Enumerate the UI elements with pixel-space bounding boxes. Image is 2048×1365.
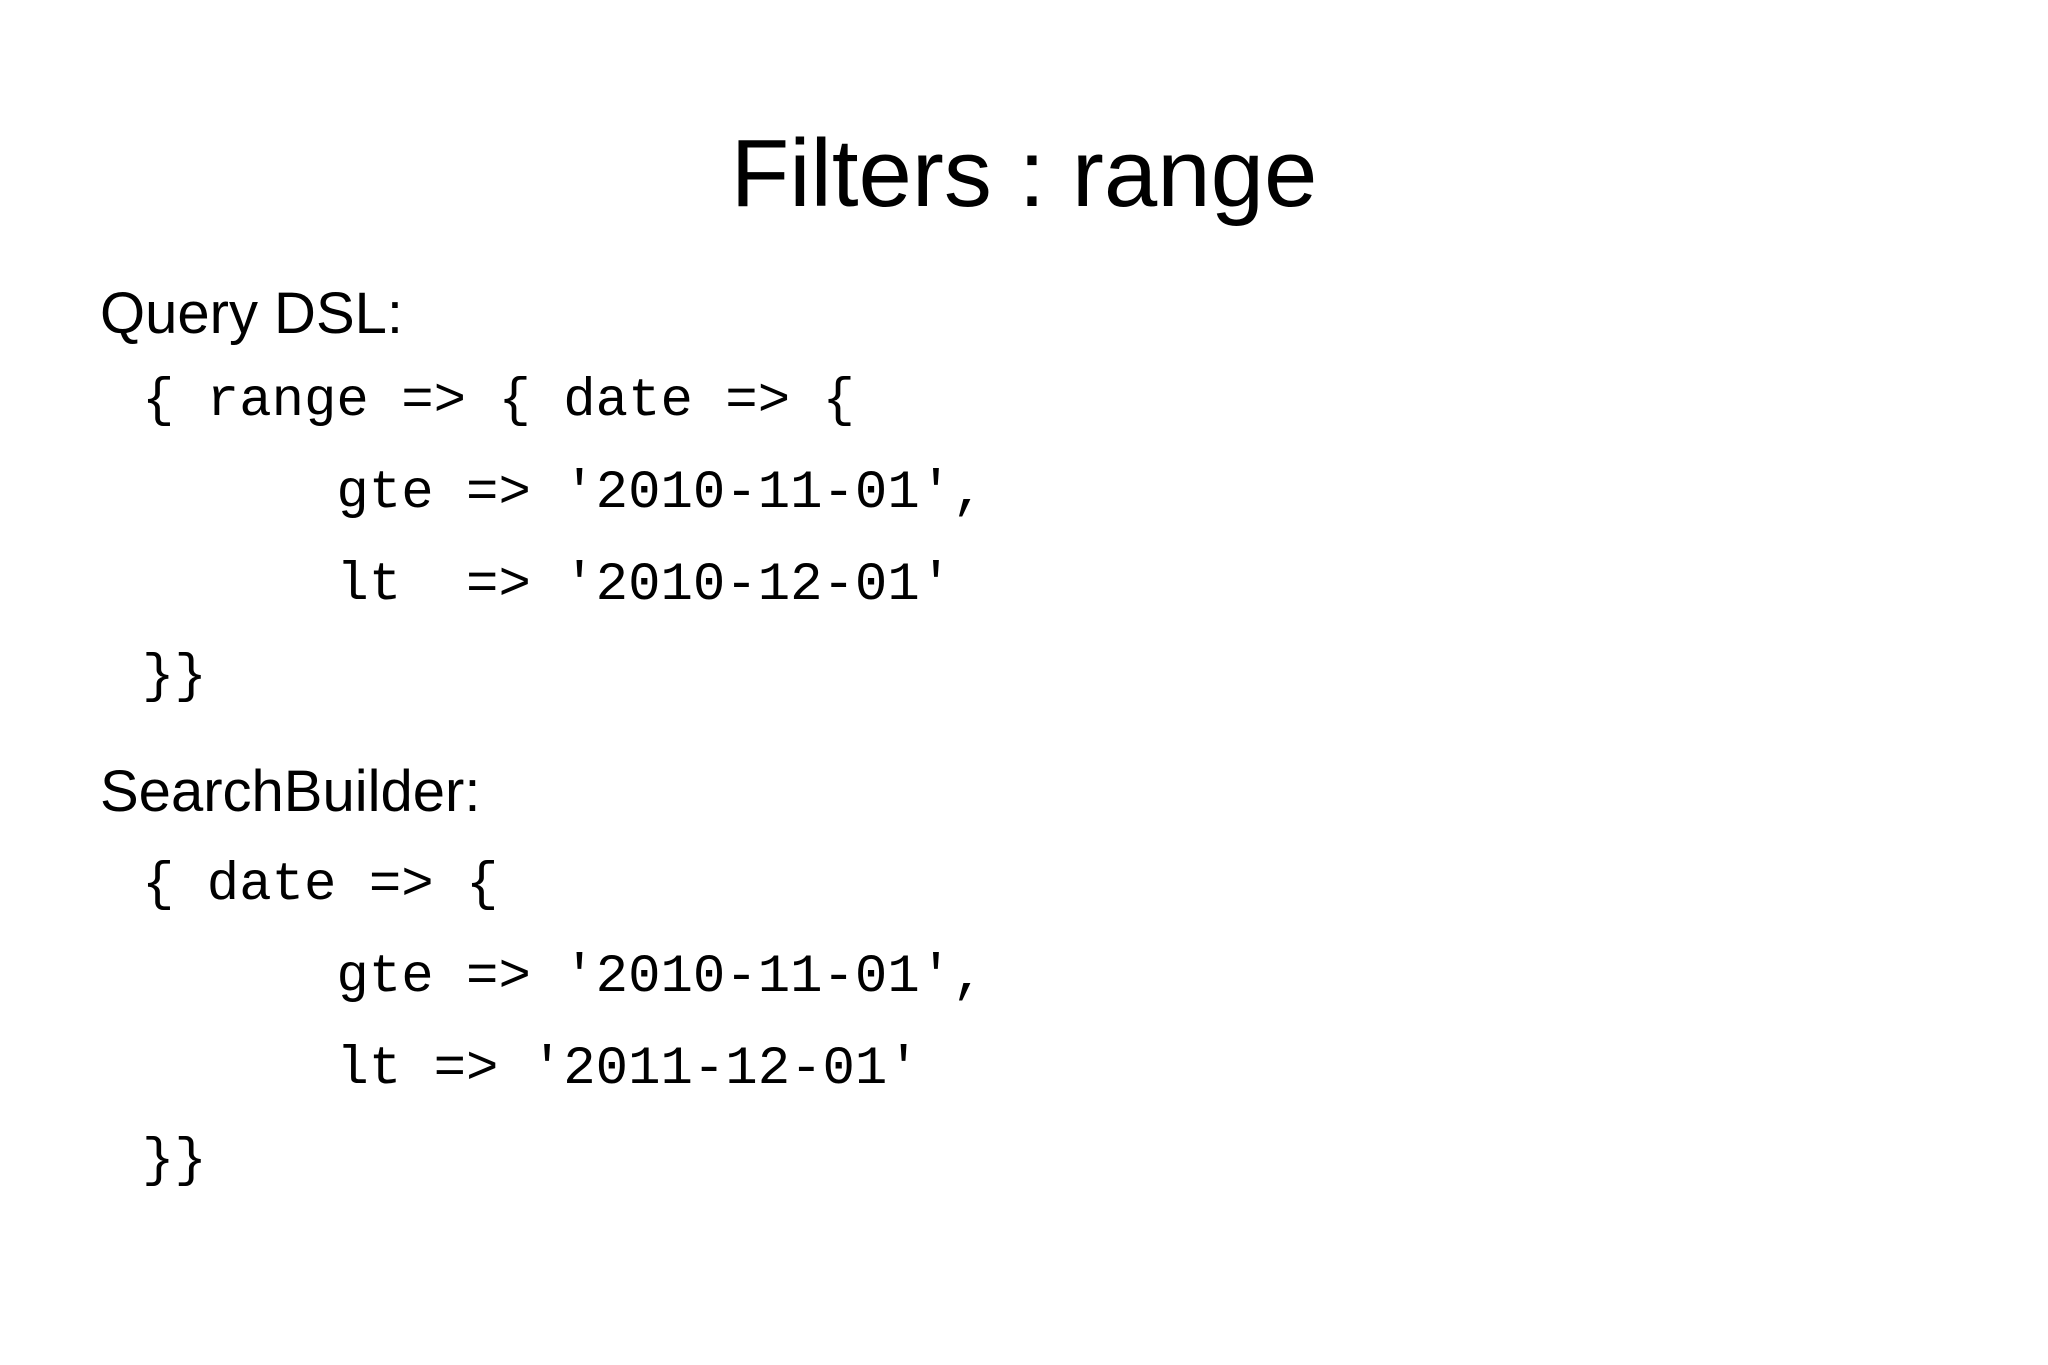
slide-title: Filters : range xyxy=(730,120,1318,227)
section-query-dsl: Query DSL: { range => { date => { gte =>… xyxy=(0,282,2048,724)
query-dsl-heading: Query DSL: xyxy=(100,281,403,346)
query-dsl-code: { range => { date => { gte => '2010-11-0… xyxy=(142,371,985,708)
searchbuilder-heading: SearchBuilder: xyxy=(100,759,481,824)
section-searchbuilder: SearchBuilder: { date => { gte => '2010-… xyxy=(0,760,2048,1208)
searchbuilder-code: { date => { gte => '2010-11-01', lt => '… xyxy=(142,855,985,1192)
